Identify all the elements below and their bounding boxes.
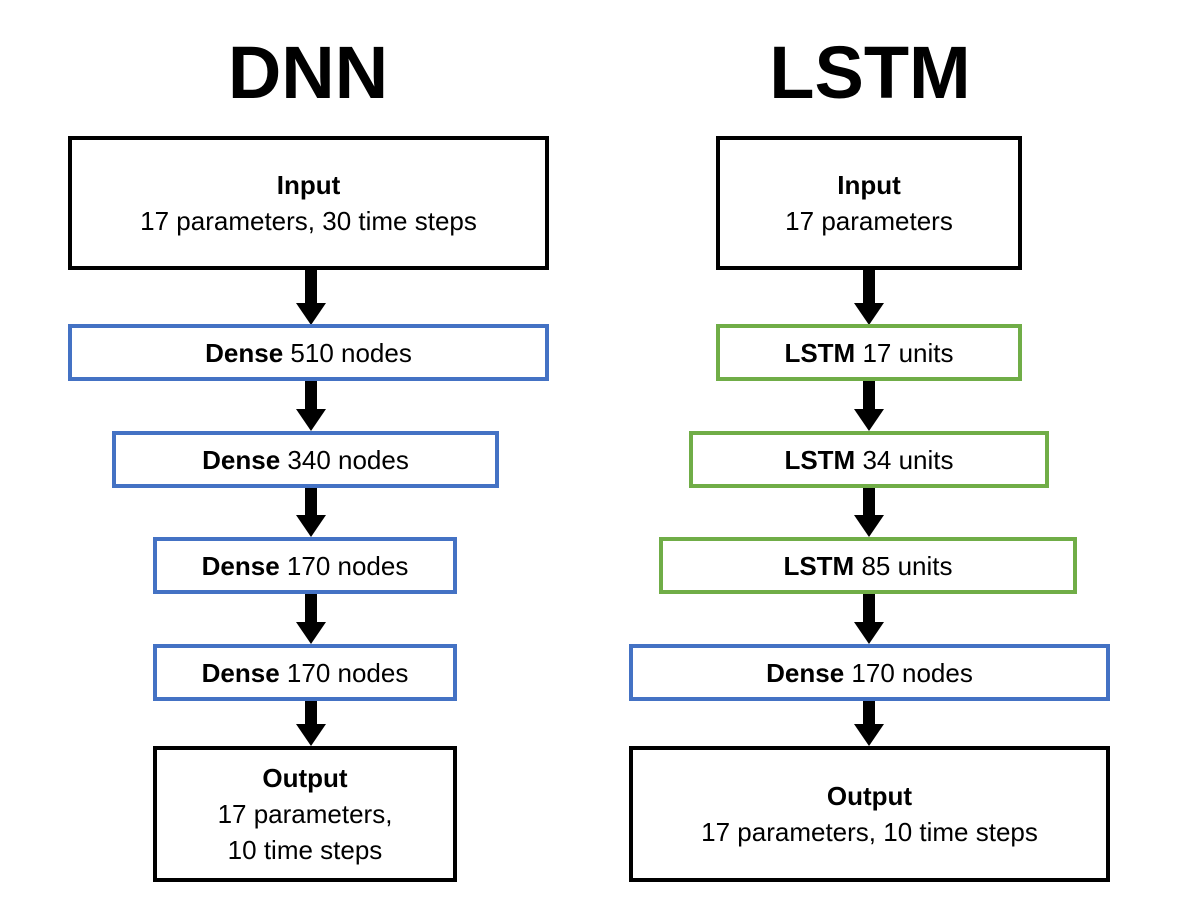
layer-type: Dense [201, 550, 280, 581]
layer-type: Dense [201, 657, 280, 688]
dnn-output-detail-2: 10 time steps [227, 835, 383, 865]
lstm-output-detail: 17 parameters, 10 time steps [701, 817, 1038, 847]
dnn-dense-layer-1: Dense 510 nodes [68, 324, 549, 381]
layer-type: Dense [205, 337, 284, 368]
lstm-arrow-1 [854, 270, 884, 325]
lstm-arrow-5 [854, 701, 884, 746]
layer-type: Dense [766, 657, 845, 688]
dnn-input-box: Input 17 parameters, 30 time steps [68, 136, 549, 270]
lstm-arrow-3 [854, 488, 884, 537]
layer-size: 340 nodes [287, 444, 409, 475]
layer-size: 34 units [862, 444, 954, 475]
dnn-arrow-5 [296, 701, 326, 746]
lstm-input-box: Input 17 parameters [716, 136, 1022, 270]
dnn-arrow-3 [296, 488, 326, 537]
lstm-dense-layer: Dense 170 nodes [629, 644, 1110, 701]
dnn-arrow-1 [296, 270, 326, 325]
dnn-dense-layer-4: Dense 170 nodes [153, 644, 457, 701]
lstm-input-label: Input [837, 170, 901, 200]
layer-size: 85 units [861, 550, 953, 581]
lstm-title: LSTM [769, 31, 971, 114]
dnn-input-label: Input [276, 170, 341, 200]
dnn-dense-layer-3: Dense 170 nodes [153, 537, 457, 594]
dnn-output-label: Output [262, 763, 348, 793]
dnn-dense-layer-2: Dense 340 nodes [112, 431, 499, 488]
layer-size: 170 nodes [286, 550, 409, 581]
dnn-output-detail-1: 17 parameters, [217, 799, 393, 829]
layer-type: Dense [202, 444, 281, 475]
dnn-input-detail: 17 parameters, 30 time steps [140, 206, 477, 236]
dnn-arrow-2 [296, 381, 326, 431]
lstm-layer-3: LSTM 85 units [659, 537, 1077, 594]
dnn-title: DNN [227, 31, 389, 114]
layer-size: 17 units [862, 337, 954, 368]
lstm-output-label: Output [826, 781, 913, 811]
layer-type: LSTM [784, 337, 856, 368]
dnn-output-box: Output 17 parameters, 10 time steps [153, 746, 457, 882]
layer-type: LSTM [783, 550, 855, 581]
layer-size: 510 nodes [290, 337, 412, 368]
dnn-arrow-4 [296, 594, 326, 644]
layer-size: 170 nodes [286, 657, 409, 688]
lstm-input-detail: 17 parameters [785, 206, 953, 236]
lstm-output-box: Output 17 parameters, 10 time steps [629, 746, 1110, 882]
layer-size: 170 nodes [851, 657, 973, 688]
lstm-layer-2: LSTM 34 units [689, 431, 1049, 488]
lstm-arrow-2 [854, 381, 884, 431]
layer-type: LSTM [784, 444, 856, 475]
lstm-arrow-4 [854, 594, 884, 644]
lstm-layer-1: LSTM 17 units [716, 324, 1022, 381]
